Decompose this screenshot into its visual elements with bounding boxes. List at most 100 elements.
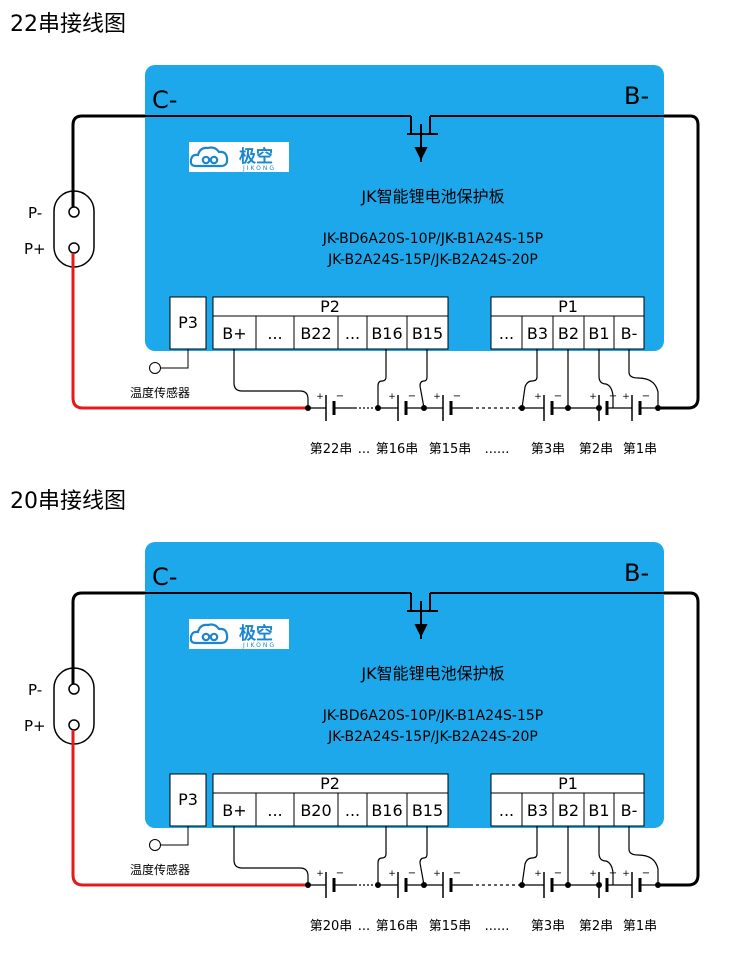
svg-text:−: − (642, 391, 650, 402)
battery-cell: +− (622, 868, 650, 898)
svg-text:+: + (589, 392, 597, 402)
battery-cell: +− (316, 391, 344, 421)
positive-wire (71, 730, 308, 887)
p-plus-terminal (68, 242, 80, 254)
wiring-diagram-section: 22串接线图 C- B- (0, 0, 750, 476)
p1-pin-label: B2 (558, 324, 579, 343)
cell-label: 第22串 (310, 442, 353, 457)
svg-text:+: + (388, 869, 396, 879)
svg-text:+: + (433, 869, 441, 879)
cell-label: ...... (485, 442, 510, 457)
c-minus-wire (71, 114, 145, 207)
p-minus-terminal (68, 683, 80, 695)
p2-pin-label: ... (345, 801, 360, 820)
model-line-2: JK-B2A24S-15P/JK-B2A24S-20P (327, 729, 538, 745)
svg-text:+: + (534, 392, 542, 402)
battery-cell: +− (534, 868, 562, 898)
section-title: 20串接线图 (10, 489, 126, 514)
p2-pin-label: B15 (412, 324, 443, 343)
p2-pin-label: ... (345, 324, 360, 343)
cell-label: 第15串 (429, 442, 472, 457)
temp-sensor-wire (160, 349, 189, 369)
p1-label: P1 (558, 774, 578, 793)
b-minus-wire (658, 591, 700, 887)
p2-pin-label: ... (267, 324, 282, 343)
svg-text:−: − (554, 868, 562, 879)
cloud-icon (189, 623, 229, 645)
p1-connector (490, 296, 645, 350)
c-minus-wire (71, 591, 145, 684)
cell-label: 第20串 (310, 919, 353, 934)
cloud-icon (189, 146, 229, 168)
p1-label: P1 (558, 297, 578, 316)
svg-text:−: − (554, 391, 562, 402)
p2-pin-label: B16 (371, 324, 402, 343)
cell-label: 第1串 (623, 919, 657, 934)
p2-pin-label: B+ (222, 324, 246, 343)
p2-label: P2 (320, 297, 340, 316)
mosfet-symbol (145, 115, 664, 162)
p-plus-label: P+ (24, 717, 46, 735)
svg-text:+: + (622, 869, 630, 879)
cell-label: 第15串 (429, 919, 472, 934)
p-plus-label: P+ (24, 240, 46, 258)
b-minus-label: B- (624, 82, 649, 110)
svg-text:+: + (316, 869, 324, 879)
p-minus-label: P- (28, 681, 42, 699)
svg-text:+: + (433, 392, 441, 402)
svg-text:−: − (642, 868, 650, 879)
battery-string: +−+−+−+−+−+− (233, 349, 661, 421)
p1-pin-label: B3 (527, 324, 548, 343)
b-minus-wire (658, 114, 700, 410)
p2-pin-label: B15 (412, 801, 443, 820)
temp-sensor-icon (149, 362, 161, 374)
temp-sensor-icon (149, 839, 161, 851)
p-minus-label: P- (28, 204, 42, 222)
svg-text:+: + (534, 869, 542, 879)
protection-board (145, 65, 664, 351)
svg-text:−: − (408, 868, 416, 879)
p1-pin-label: B2 (558, 801, 579, 820)
p3-label: P3 (178, 790, 198, 809)
p2-label: P2 (320, 774, 340, 793)
p-minus-terminal (68, 206, 80, 218)
cell-label: ... (358, 442, 370, 457)
cell-labels: 第20串...第16串第15串......第3串第2串第1串 (310, 919, 657, 934)
svg-text:+: + (388, 392, 396, 402)
battery-cell: +− (622, 391, 650, 421)
p2-connector (212, 296, 449, 350)
svg-text:+: + (589, 869, 597, 879)
svg-text:−: − (408, 391, 416, 402)
cell-label: 第16串 (376, 442, 419, 457)
wiring-diagram-section: 20串接线图 C- B- (0, 477, 750, 953)
cell-labels: 第22串...第16串第15串......第3串第2串第1串 (310, 442, 657, 457)
svg-text:−: − (336, 868, 344, 879)
temp-sensor-label: 温度传感器 (130, 385, 190, 400)
logo-subtext: JIKONG (242, 642, 276, 649)
p1-pin-label: ... (499, 324, 514, 343)
model-line-1: JK-BD6A20S-10P/JK-B1A24S-15P (322, 231, 543, 247)
jikong-logo: 极空 JIKONG (189, 142, 289, 172)
model-line-2: JK-B2A24S-15P/JK-B2A24S-20P (327, 252, 538, 268)
positive-wire (71, 253, 308, 410)
b-minus-label: B- (624, 559, 649, 587)
p2-pin-label: B20 (300, 801, 331, 820)
c-minus-label: C- (152, 86, 177, 114)
c-minus-label: C- (152, 563, 177, 591)
cell-label: ... (358, 919, 370, 934)
p-plus-terminal (68, 719, 80, 731)
battery-cell: +− (316, 868, 344, 898)
p1-pin-label: B- (621, 324, 638, 343)
p3-connector (169, 296, 207, 350)
model-line-1: JK-BD6A20S-10P/JK-B1A24S-15P (322, 708, 543, 724)
wiring-diagram: C- B- 极空 JIKONG (24, 542, 700, 934)
battery-cell: +− (388, 868, 416, 898)
p1-pin-label: B3 (527, 801, 548, 820)
temp-sensor-wire (160, 826, 189, 846)
cell-label: 第2串 (579, 919, 613, 934)
p1-pin-label: B1 (588, 324, 609, 343)
cell-label: 第1串 (623, 442, 657, 457)
board-name: JK智能锂电池保护板 (360, 664, 504, 683)
logo-text: 极空 (239, 623, 273, 644)
svg-text:+: + (316, 392, 324, 402)
